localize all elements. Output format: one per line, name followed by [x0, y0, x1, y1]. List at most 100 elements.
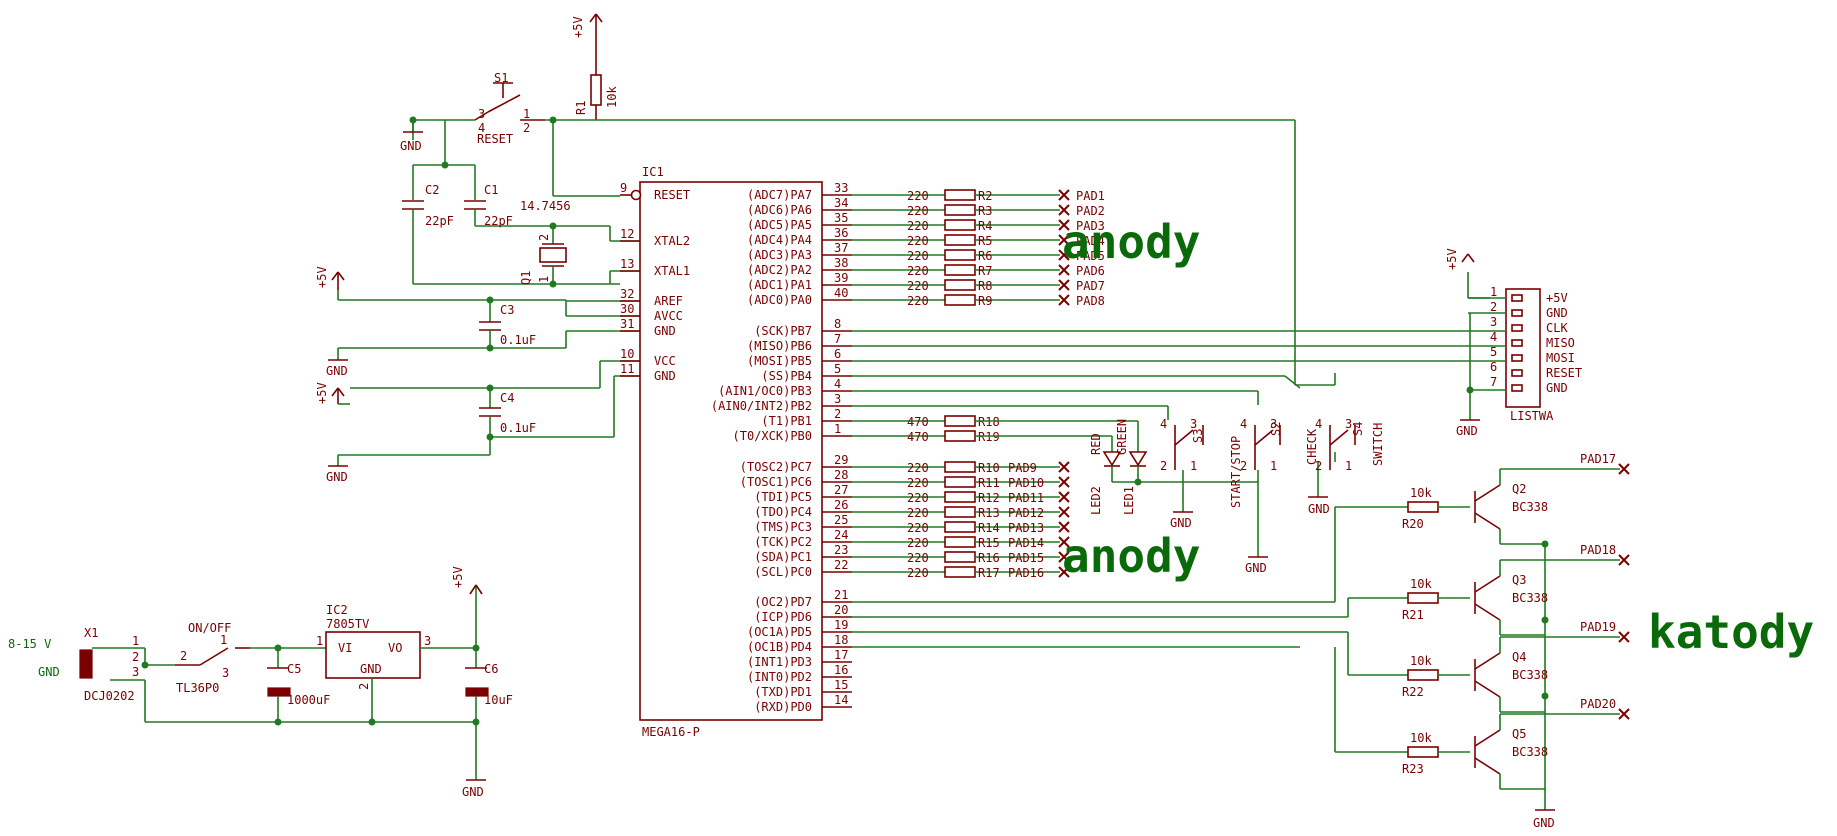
- reset-wires: [402, 13, 1336, 386]
- pad-cross-icon: [1618, 631, 1630, 643]
- resistor-value: 220: [907, 249, 929, 263]
- mcu-right-pin-number: 1: [834, 422, 841, 436]
- isp-pin-label: MOSI: [1546, 351, 1575, 365]
- isp-header-body: [1460, 253, 1541, 421]
- mcu-right-pin-number: 38: [834, 256, 848, 270]
- resistor-body: [944, 521, 976, 533]
- transistor-rails: [1535, 544, 1555, 811]
- mcu-right-pin-number: 16: [834, 663, 848, 677]
- ic2-gnd: GND: [360, 662, 382, 676]
- resistor-body: [944, 415, 976, 427]
- switch-pin-number: 1: [1270, 459, 1277, 473]
- mcu-left-pin-number: 13: [620, 257, 634, 271]
- x1-part: DCJ0202: [84, 689, 135, 703]
- switch-pin-number: 4: [1240, 417, 1247, 431]
- pad-cross-icon: [1058, 536, 1070, 548]
- led-icon: [1128, 451, 1148, 467]
- isp-pin-label: RESET: [1546, 366, 1582, 380]
- isp-pin-icon: [1511, 354, 1523, 362]
- mcu-right-pin-label: (TOSC1)PC6: [740, 475, 812, 489]
- ic2-pin-1: 1: [316, 634, 323, 648]
- resistor-name: R3: [978, 204, 992, 218]
- pad-label: PAD5: [1076, 249, 1105, 263]
- mcu-right-pin-label: (TCK)PC2: [754, 535, 812, 549]
- transistor-name: Q2: [1512, 482, 1526, 496]
- mcu-right-pin-label: (ADC6)PA6: [747, 203, 812, 217]
- resistor-name: R19: [978, 430, 1000, 444]
- isp-pin-icon: [1511, 324, 1523, 332]
- mcu-right-pin-label: (ADC2)PA2: [747, 263, 812, 277]
- switch-pin-2: 2: [180, 649, 187, 663]
- pad-label: PAD13: [1008, 521, 1044, 535]
- led1-name: LED1: [1122, 486, 1136, 515]
- ic2-pin-2: 2: [357, 683, 371, 690]
- transistor-emitter: [1474, 512, 1501, 530]
- resistor-value: 220: [907, 551, 929, 565]
- pad-label: PAD8: [1076, 294, 1105, 308]
- mcu-left-pin-label: GND: [654, 369, 676, 383]
- pad-label: PAD2: [1076, 204, 1105, 218]
- mcu-right-pin-label: (OC1B)PD4: [747, 640, 812, 654]
- isp-pin-number: 7: [1490, 375, 1497, 389]
- switch-pin-number: 2: [1315, 459, 1322, 473]
- resistor-name: R20: [1402, 517, 1424, 531]
- mcu-left-pin-label: RESET: [654, 188, 690, 202]
- switch-pin-number: 4: [1315, 417, 1322, 431]
- isp-pin-icon: [1511, 309, 1523, 317]
- mcu-right-pin-label: (SS)PB4: [761, 369, 812, 383]
- mcu-left-pin-label: AREF: [654, 294, 683, 308]
- mcu-right-pin-number: 4: [834, 377, 841, 391]
- resistor-body: [944, 566, 976, 578]
- isp-pin-label: MISO: [1546, 336, 1575, 350]
- power-label-vcc-avcc: +5V: [315, 266, 329, 288]
- mcu-left-pin-number: 9: [620, 181, 627, 195]
- mcu-right-pin-label: (SCK)PB7: [754, 324, 812, 338]
- pad-cross-icon: [1058, 491, 1070, 503]
- resistor-value: 220: [907, 536, 929, 550]
- resistor-body: [944, 279, 976, 291]
- mcu-name: IC1: [642, 165, 664, 179]
- pad-cross-icon: [1058, 506, 1070, 518]
- transistor-part: BC338: [1512, 745, 1548, 759]
- c1-value: 22pF: [484, 214, 513, 228]
- mcu-right-pin-label: (ADC1)PA1: [747, 278, 812, 292]
- mcu-left-pin-label: AVCC: [654, 309, 683, 323]
- ic2-vi: VI: [338, 641, 352, 655]
- mcu-part: MEGA16-P: [642, 725, 700, 739]
- katody-label: katody: [1648, 605, 1814, 659]
- mcu-right-pin-number: 37: [834, 241, 848, 255]
- resistor-name: R15: [978, 536, 1000, 550]
- resistor-body: [944, 430, 976, 442]
- transistor-name: Q4: [1512, 650, 1526, 664]
- pad-cross-icon: [1058, 264, 1070, 276]
- s1-pin-4: 4: [478, 121, 485, 135]
- isp-pin-number: 4: [1490, 330, 1497, 344]
- transistor-group: 10kR20PAD17Q2BC33810kR21PAD18Q3BC33810kR…: [852, 452, 1630, 790]
- pad-cross-icon: [1058, 566, 1070, 578]
- gnd-label-reset: GND: [400, 139, 422, 153]
- resistor-body: [944, 551, 976, 563]
- input-voltage-label: 8-15 V: [8, 637, 51, 651]
- s3-name: S3: [1191, 429, 1205, 443]
- transistor-collector: [1474, 652, 1501, 670]
- isp-pin-number: 6: [1490, 360, 1497, 374]
- mcu-right-pin-number: 5: [834, 362, 841, 376]
- transistor-collector: [1474, 484, 1501, 502]
- pad-cross-icon: [1058, 294, 1070, 306]
- resistor-value: 220: [907, 264, 929, 278]
- mcu-right-pin-label: (INT1)PD3: [747, 655, 812, 669]
- pad-label: PAD17: [1580, 452, 1616, 466]
- x1-pin-3: 3: [132, 665, 139, 679]
- mcu-right-pin-number: 20: [834, 603, 848, 617]
- power-label-vcc-r1: +5V: [571, 16, 585, 38]
- r1-value: 10k: [605, 86, 619, 108]
- switch-pin-1: 1: [220, 633, 227, 647]
- mcu-right-pin-label: (T0/XCK)PB0: [733, 429, 812, 443]
- mcu-right-pin-label: (ADC5)PA5: [747, 218, 812, 232]
- resistor-value: 220: [907, 234, 929, 248]
- s2-name: S2: [1269, 422, 1283, 436]
- resistor-body: [944, 536, 976, 548]
- mcu-right-pin-number: 24: [834, 528, 848, 542]
- mcu-right-pin-label: (MISO)PB6: [747, 339, 812, 353]
- isp-pin-number: 5: [1490, 345, 1497, 359]
